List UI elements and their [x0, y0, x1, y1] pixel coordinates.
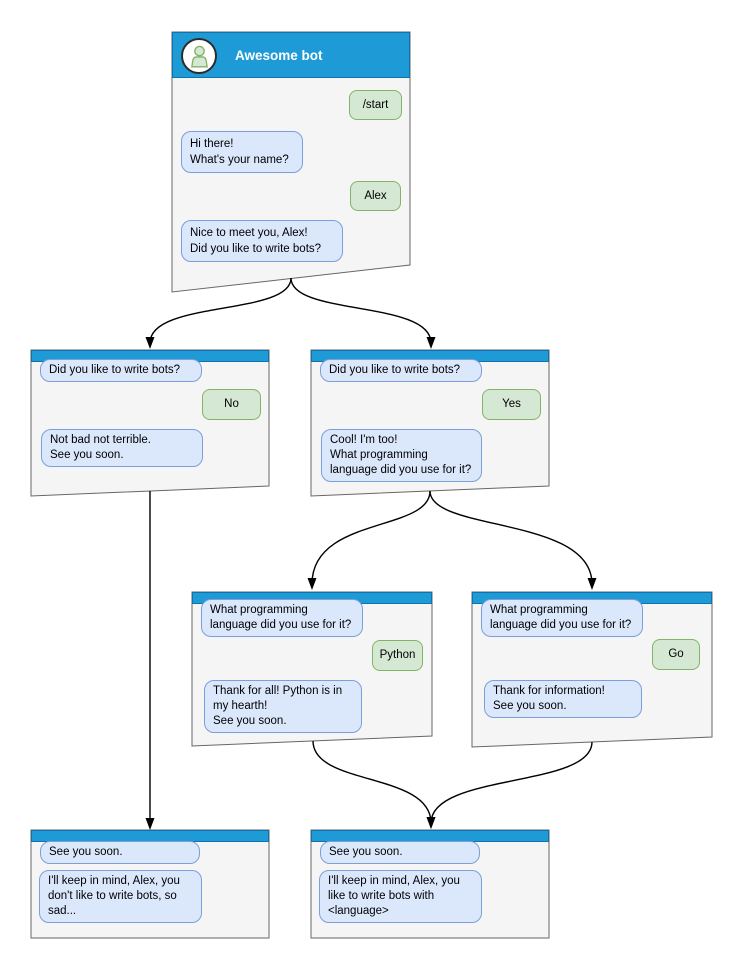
flow-arrow-main-to-yes	[290, 277, 436, 349]
user-message-name: Alex	[350, 181, 401, 211]
flow-arrow-python-to-end	[312, 740, 436, 829]
chat-window-lang-go: What programming language did you use fo…	[472, 592, 712, 747]
flow-arrow-yes-to-go	[429, 490, 597, 590]
bot-message-thanks-python: Thank for all! Python is in my hearth! S…	[204, 680, 362, 733]
bot-name-title: Awesome bot	[235, 48, 323, 63]
bot-message-keep-in-mind-yes: I'll keep in mind, Alex, you like to wri…	[319, 870, 482, 923]
chat-window-main: Awesome bot /start Hi there! What's your…	[172, 32, 410, 292]
chat-window-end-yes: See you soon. I'll keep in mind, Alex, y…	[311, 830, 549, 938]
bot-message-language-question: What programming language did you use fo…	[201, 599, 363, 637]
chat-window-end-no: See you soon. I'll keep in mind, Alex, y…	[31, 830, 269, 938]
bot-message-language-question: What programming language did you use fo…	[481, 599, 643, 637]
bot-message-question: Did you like to write bots?	[320, 359, 482, 382]
bot-message-thanks-info: Thank for information! See you soon.	[484, 680, 642, 718]
user-message-no: No	[202, 389, 261, 420]
flow-arrow-go-to-end	[426, 741, 593, 829]
bot-message-question: Did you like to write bots?	[40, 359, 202, 382]
bot-message-see-you: See you soon.	[320, 841, 480, 864]
bot-message-not-bad: Not bad not terrible. See you soon.	[41, 429, 203, 467]
bot-message-greeting: Hi there! What's your name?	[181, 131, 303, 173]
user-message-go: Go	[652, 639, 700, 670]
chat-window-lang-python: What programming language did you use fo…	[192, 592, 432, 746]
bot-message-keep-in-mind-no: I'll keep in mind, Alex, you don't like …	[39, 870, 202, 923]
user-message-yes: Yes	[482, 389, 541, 420]
chat-window-branch-yes: Did you like to write bots? Yes Cool! I'…	[311, 350, 549, 496]
person-icon	[190, 45, 208, 68]
bot-message-nice-to-meet: Nice to meet you, Alex! Did you like to …	[181, 220, 343, 262]
bot-message-cool: Cool! I'm too! What programming language…	[321, 429, 482, 482]
flow-arrow-main-to-no	[145, 277, 292, 349]
flow-arrow-yes-to-python	[307, 490, 431, 590]
user-message-start: /start	[349, 90, 402, 120]
chat-window-branch-no: Did you like to write bots? No Not bad n…	[31, 350, 269, 496]
bot-message-see-you: See you soon.	[40, 841, 200, 864]
avatar	[181, 38, 217, 74]
chat-window-main-header: Awesome bot	[172, 32, 410, 78]
user-message-python: Python	[372, 640, 423, 671]
